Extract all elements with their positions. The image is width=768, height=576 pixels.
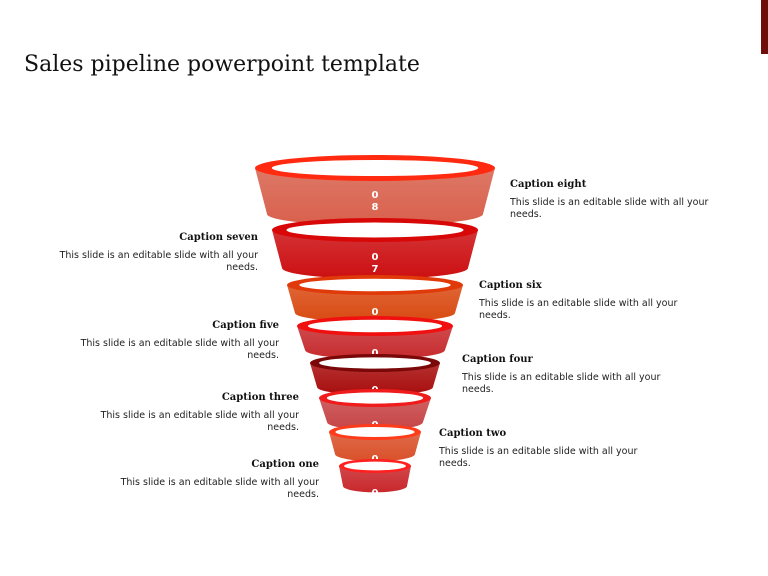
funnel-body-08 (255, 168, 495, 226)
funnel-body-06 (287, 285, 463, 322)
caption-text: This slide is an editable slide with all… (59, 250, 258, 273)
slide-title: Sales pipeline powerpoint template (24, 52, 420, 77)
funnel-stage-05: 05 (297, 316, 453, 371)
funnel-opening-03 (326, 392, 424, 404)
funnel-body-02 (329, 432, 421, 462)
caption-text: This slide is an editable slide with all… (439, 446, 638, 469)
funnel-stage-07: 07 (272, 218, 478, 279)
caption-title: Caption one (251, 459, 319, 470)
stage-number-digit: 1 (372, 500, 379, 511)
caption-text: This slide is an editable slide with all… (80, 338, 279, 361)
funnel-body-04 (310, 363, 440, 396)
caption-title: Caption three (221, 392, 299, 403)
stage-number-digit: 8 (372, 202, 379, 213)
funnel-body-01 (339, 466, 411, 493)
funnel-stage-02: 02 (329, 424, 421, 477)
funnel-stage-08: 08 (255, 155, 495, 226)
stage-number-01: 01 (372, 488, 379, 511)
stage-number-07: 07 (372, 252, 379, 275)
stage-number-digit: 7 (372, 264, 379, 275)
funnel-opening-08 (271, 159, 479, 177)
caption-text: This slide is an editable slide with all… (510, 197, 709, 220)
funnel-opening-01 (344, 461, 406, 471)
stage-number-digit: 0 (372, 190, 379, 201)
stage-number-digit: 0 (372, 252, 379, 263)
funnel-stage-03: 03 (319, 389, 431, 443)
funnel-opening-07 (286, 222, 464, 238)
caption-title: Caption four (462, 354, 533, 365)
funnel-opening-04 (319, 357, 431, 369)
funnel-body-03 (319, 398, 431, 431)
caption-title: Caption seven (179, 232, 258, 243)
funnel-stage-01: 01 (339, 459, 411, 511)
funnel-stage-04: 04 (310, 354, 440, 408)
stage-number-digit: 0 (372, 348, 379, 359)
stage-number-digit: 0 (372, 307, 379, 318)
funnel-opening-05 (307, 319, 443, 333)
caption-text: This slide is an editable slide with all… (462, 372, 661, 395)
funnel-stage-06: 06 (287, 275, 463, 330)
caption-title: Caption five (212, 320, 279, 331)
funnel-opening-06 (299, 278, 451, 292)
caption-title: Caption two (439, 428, 507, 439)
caption-title: Caption eight (510, 179, 587, 190)
corner-accent-bar (761, 0, 768, 54)
stage-number-08: 08 (372, 190, 379, 213)
caption-text: This slide is an editable slide with all… (100, 410, 299, 433)
caption-text: This slide is an editable slide with all… (479, 298, 678, 321)
caption-text: This slide is an editable slide with all… (120, 477, 319, 500)
funnel-body-07 (272, 230, 478, 279)
funnel-opening-02 (335, 427, 415, 437)
stage-number-digit: 0 (372, 488, 379, 499)
caption-title: Caption six (479, 280, 542, 291)
